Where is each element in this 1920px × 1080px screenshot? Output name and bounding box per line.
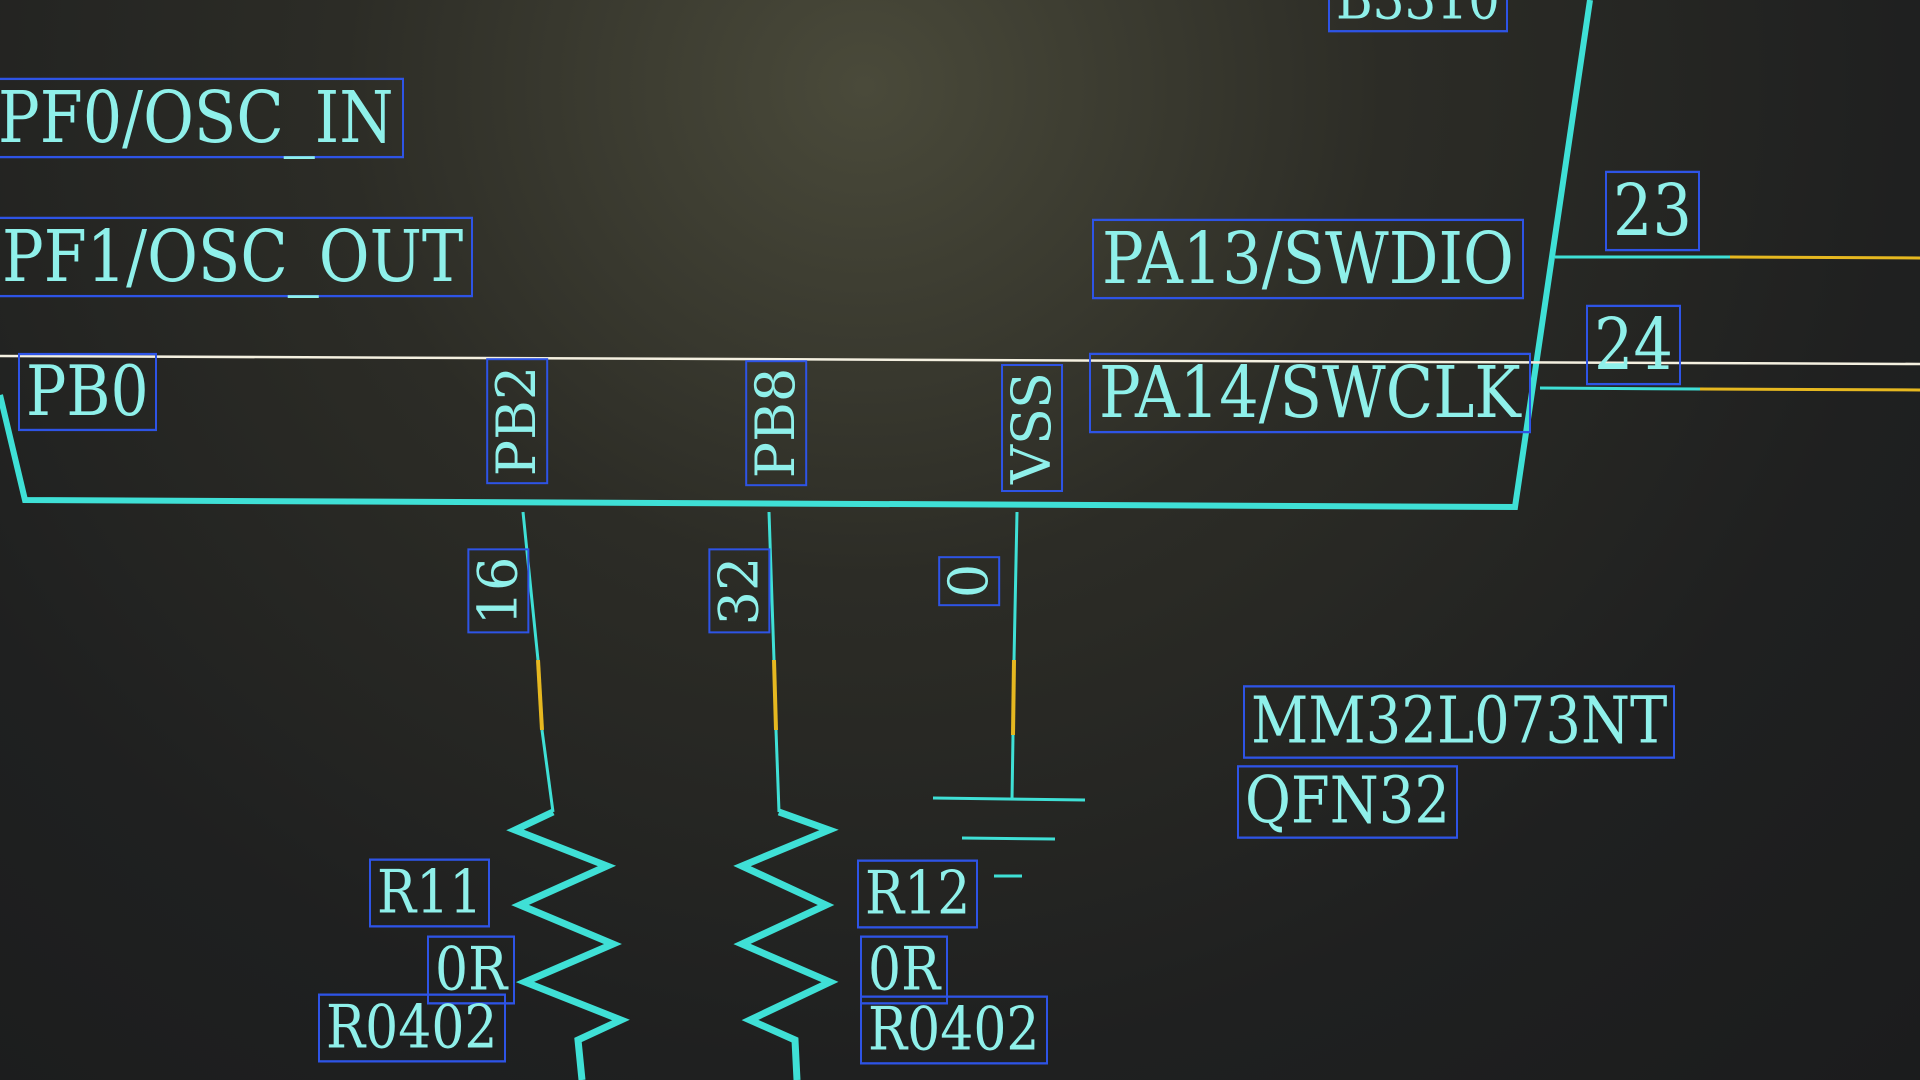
- r11-ref: R11: [369, 858, 491, 928]
- pin-24-wire: [1539, 386, 1701, 391]
- r12-footprint: R0402: [860, 995, 1048, 1065]
- pin-number-0: 0: [937, 555, 1001, 607]
- pin-32-highlight: [772, 659, 778, 731]
- pin-label-pf1: PF1/OSC_OUT: [0, 216, 474, 298]
- component-part-number: MM32L073NT: [1243, 685, 1676, 759]
- pin-number-16: 16: [466, 548, 530, 634]
- pin-16-wire: [521, 511, 540, 661]
- pin-label-pa13: PA13/SWDIO: [1092, 218, 1524, 300]
- r12-value: 0R: [860, 935, 949, 1005]
- pin-number-32: 32: [707, 548, 771, 634]
- ground-bar-long: [932, 796, 1086, 802]
- crosshair-line: [0, 354, 1920, 366]
- top-partial-label: B3310: [1328, 0, 1508, 33]
- pin-label-vss: VSS: [1000, 363, 1064, 493]
- pin-label-pf0: PF0/OSC_IN: [0, 77, 404, 159]
- pin-number-23: 23: [1605, 170, 1700, 252]
- pin-16-wire-low: [540, 729, 555, 813]
- ground-bar-mid: [961, 836, 1056, 841]
- r12-ref: R12: [857, 859, 979, 929]
- pin-23-net: [1729, 255, 1920, 260]
- pin-24-net: [1699, 387, 1920, 392]
- resistor-r12-symbol: [733, 808, 839, 1080]
- pin-label-pb8: PB8: [744, 359, 808, 487]
- pin-label-pb2: PB2: [485, 357, 549, 485]
- resistor-r11-symbol: [506, 808, 630, 1080]
- r11-footprint: R0402: [318, 993, 506, 1063]
- vss-wire: [1012, 511, 1019, 661]
- pin-32-wire: [767, 511, 776, 661]
- component-package: QFN32: [1237, 765, 1459, 839]
- pin-32-wire-low: [774, 729, 781, 813]
- pin-number-24: 24: [1586, 304, 1681, 386]
- pin-16-highlight: [536, 659, 544, 731]
- vss-wire-low: [1010, 734, 1015, 801]
- vss-highlight: [1011, 659, 1016, 736]
- pin-label-pa14: PA14/SWCLK: [1089, 352, 1531, 434]
- pin-label-pb0: PB0: [18, 352, 157, 432]
- r11-value: 0R: [427, 935, 516, 1005]
- ic-body-outline: [0, 0, 1593, 511]
